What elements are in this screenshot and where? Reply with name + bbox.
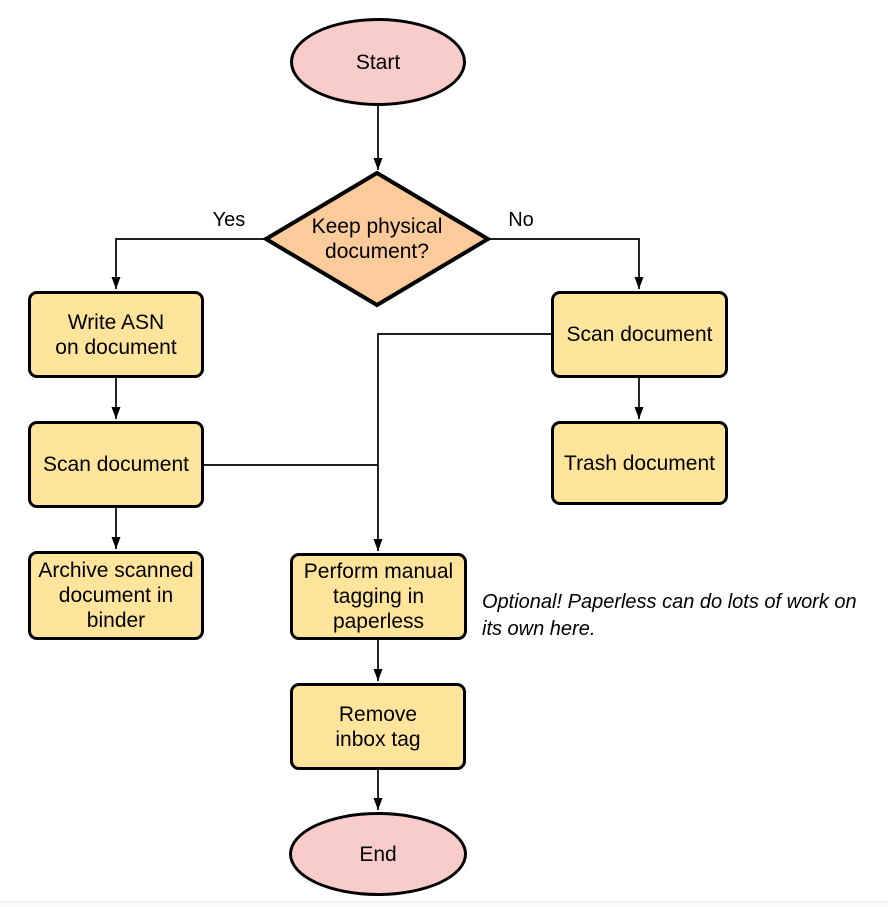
node-start: Start [290, 18, 466, 106]
edge-label-no: No [508, 209, 534, 231]
node-archive-scanned-document: Archive scanned document in binder [28, 551, 204, 640]
decision-diamond-shape [262, 170, 492, 308]
node-perform-manual-tagging: Perform manual tagging in paperless [290, 553, 467, 640]
node-trash-document: Trash document [551, 421, 728, 505]
node-scan-document-left: Scan document [28, 421, 204, 508]
edge-decision-no-to-scan-right [488, 238, 644, 289]
page-bottom-edge [0, 901, 888, 907]
edge-decision-yes-to-write-asn [111, 238, 266, 289]
node-scan-document-right: Scan document [551, 291, 728, 378]
node-decision-label: Keep physical document? [311, 215, 443, 263]
annotation-optional-paperless: Optional! Paperless can do lots of work … [482, 591, 857, 640]
node-remove-inbox-tag: Remove inbox tag [290, 683, 466, 770]
node-write-asn-on-document: Write ASN on document [28, 291, 204, 378]
edge-label-yes: Yes [212, 209, 246, 231]
node-end: End [289, 812, 467, 896]
edge-scan-right-to-tagging [373, 333, 552, 551]
